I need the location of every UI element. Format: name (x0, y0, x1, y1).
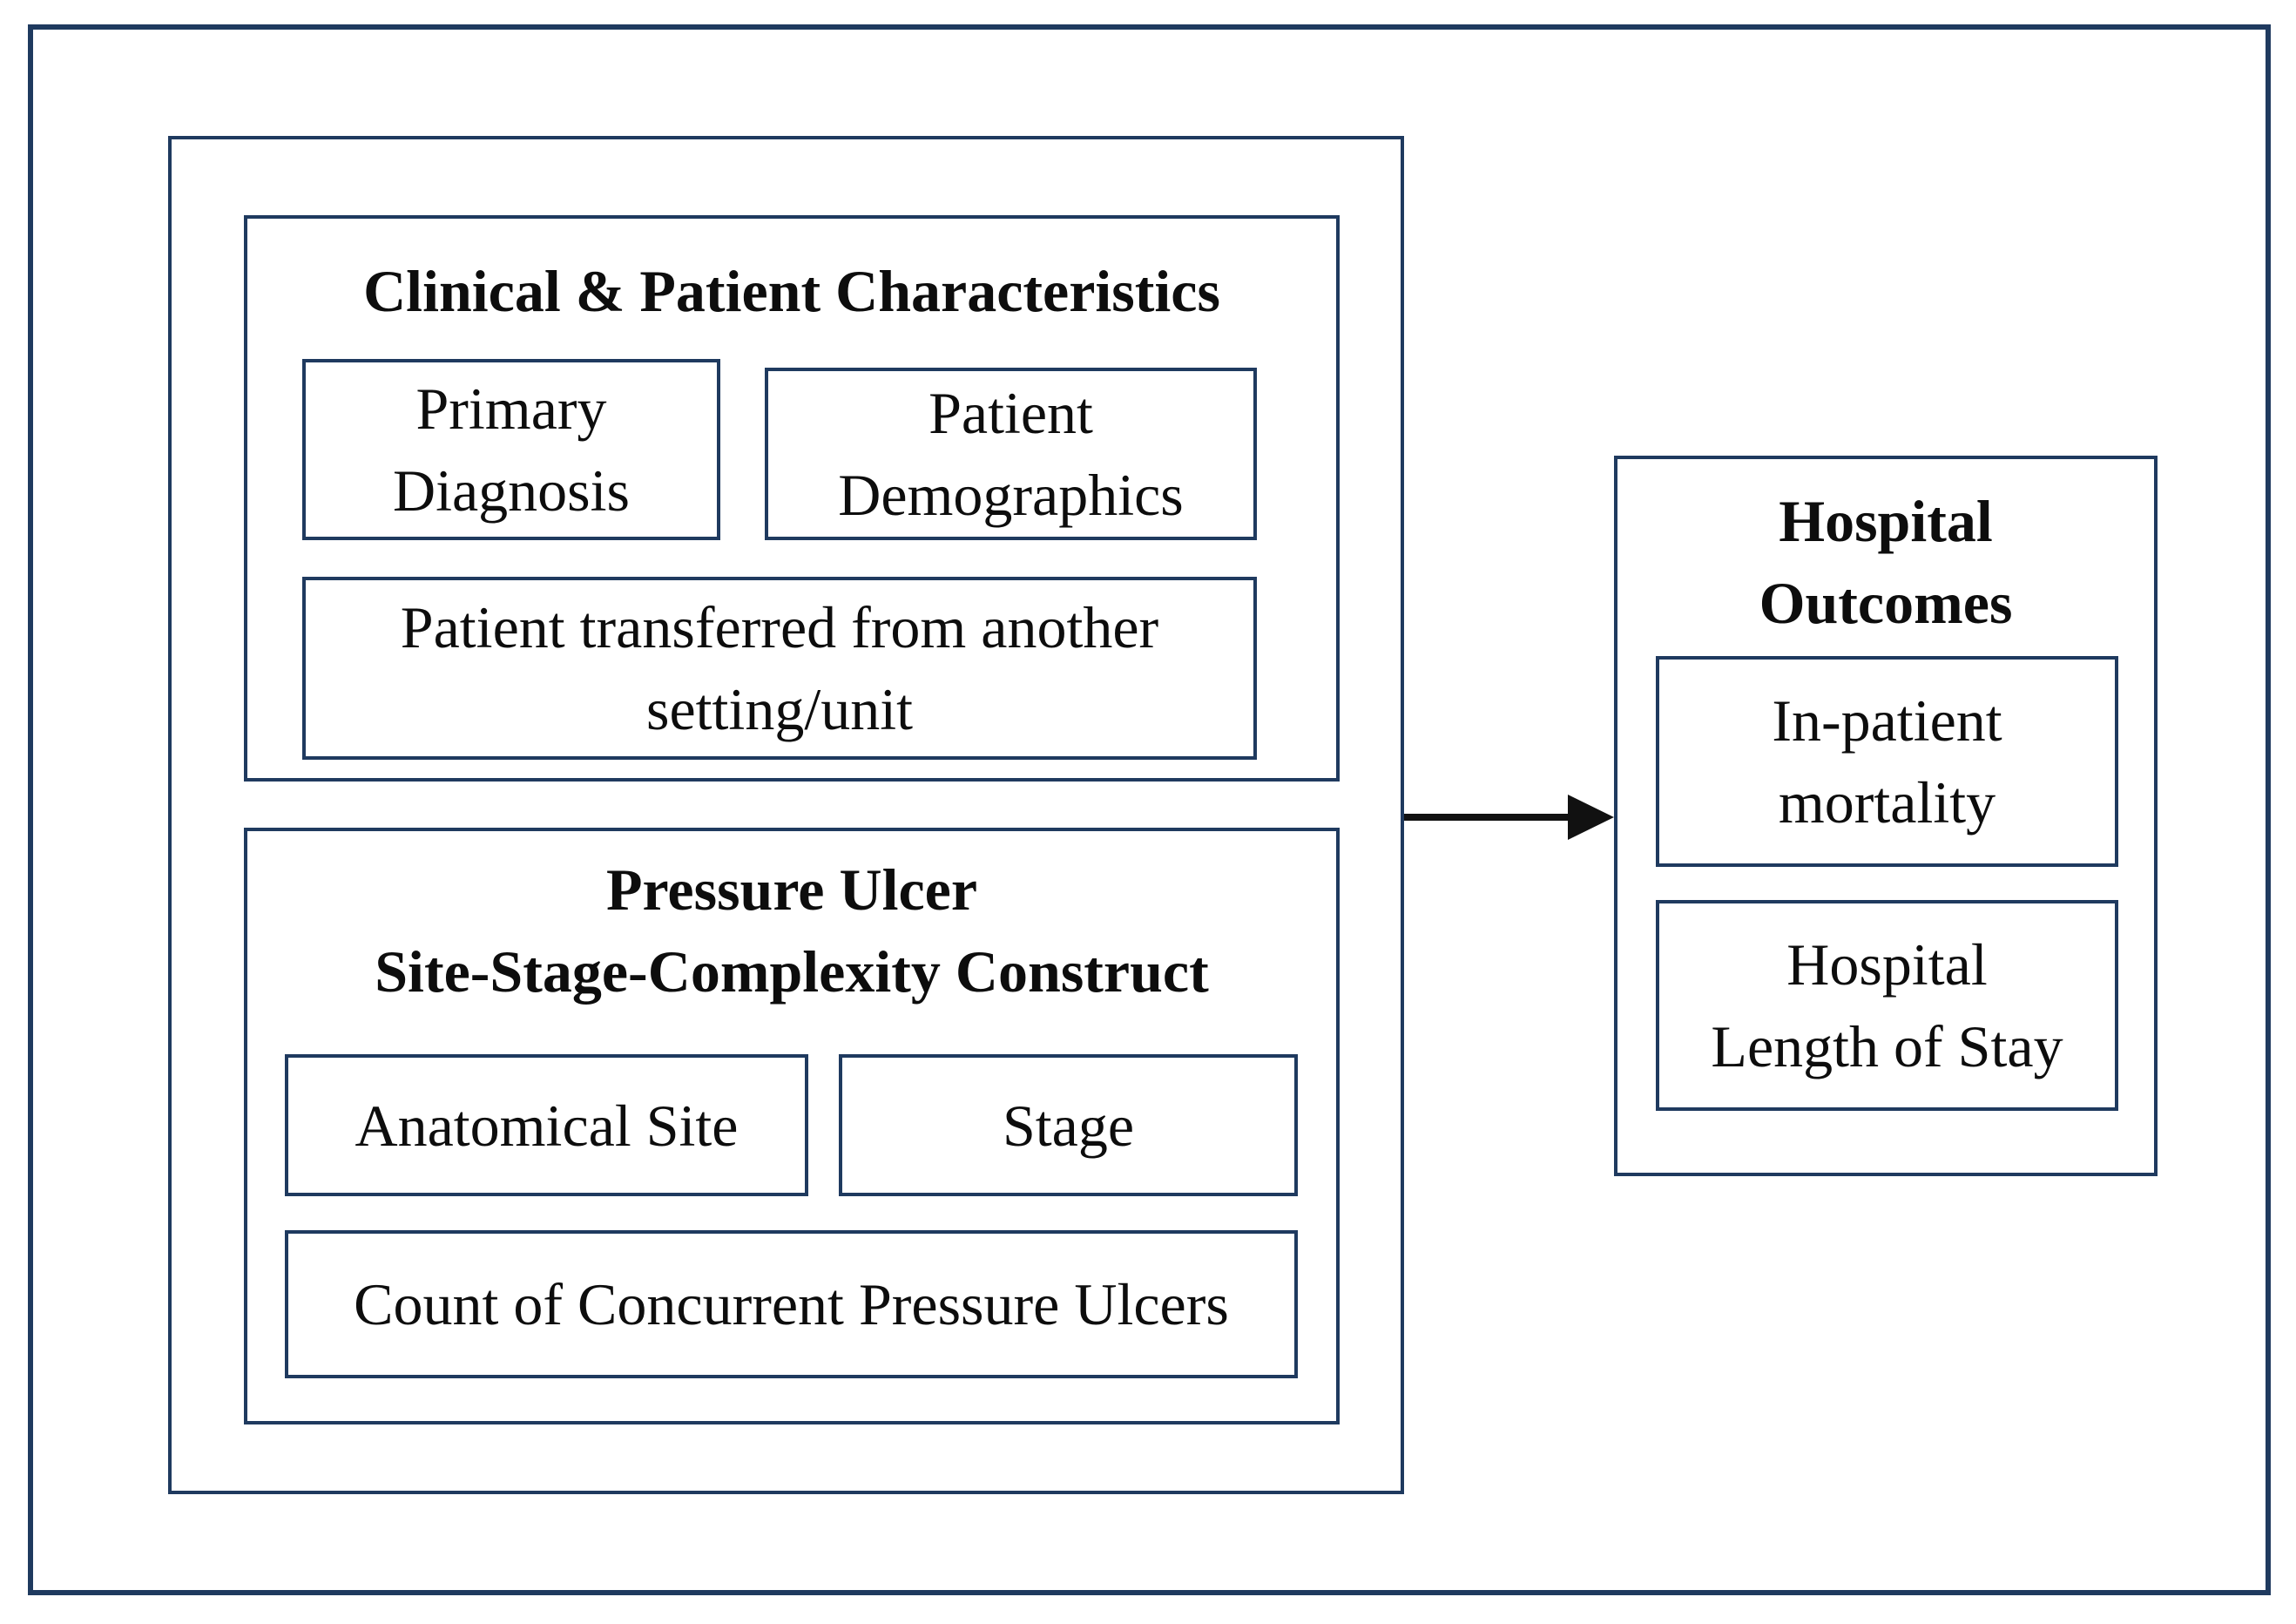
clinical-characteristics-title: Clinical & Patient Characteristics (363, 258, 1220, 324)
outer-frame: Clinical & Patient Characteristics Prima… (28, 24, 2271, 1595)
patient-demographics-label: Patient Demographics (838, 380, 1184, 528)
pressure-construct-box: Pressure Ulcer Site-Stage-Complexity Con… (244, 828, 1340, 1424)
hospital-los-label: Hospital Length of Stay (1711, 931, 2063, 1079)
arrow-line (1404, 814, 1570, 821)
anatomical-site-node: Anatomical Site (285, 1054, 808, 1196)
hospital-outcomes-title: Hospital Outcomes (1759, 488, 2013, 636)
inpatient-mortality-label: In-patient mortality (1772, 687, 2002, 836)
pressure-construct-title: Pressure Ulcer Site-Stage-Complexity Con… (375, 856, 1209, 1005)
patient-transferred-label: Patient transferred from another setting… (400, 594, 1159, 742)
stage-label: Stage (1002, 1092, 1135, 1159)
arrow-head-icon (1568, 795, 1614, 840)
concurrent-ulcers-label: Count of Concurrent Pressure Ulcers (354, 1271, 1229, 1337)
predictors-group: Clinical & Patient Characteristics Prima… (168, 136, 1404, 1494)
clinical-characteristics-box: Clinical & Patient Characteristics Prima… (244, 215, 1340, 782)
anatomical-site-label: Anatomical Site (355, 1092, 739, 1159)
hospital-los-node: Hospital Length of Stay (1656, 900, 2118, 1111)
primary-diagnosis-label: Primary Diagnosis (393, 376, 630, 524)
patient-demographics-node: Patient Demographics (765, 368, 1257, 540)
hospital-outcomes-box: Hospital Outcomes In-patient mortality H… (1614, 456, 2158, 1176)
patient-transferred-node: Patient transferred from another setting… (302, 577, 1257, 760)
inpatient-mortality-node: In-patient mortality (1656, 656, 2118, 867)
stage-node: Stage (839, 1054, 1298, 1196)
primary-diagnosis-node: Primary Diagnosis (302, 359, 720, 540)
concurrent-ulcers-node: Count of Concurrent Pressure Ulcers (285, 1230, 1298, 1378)
